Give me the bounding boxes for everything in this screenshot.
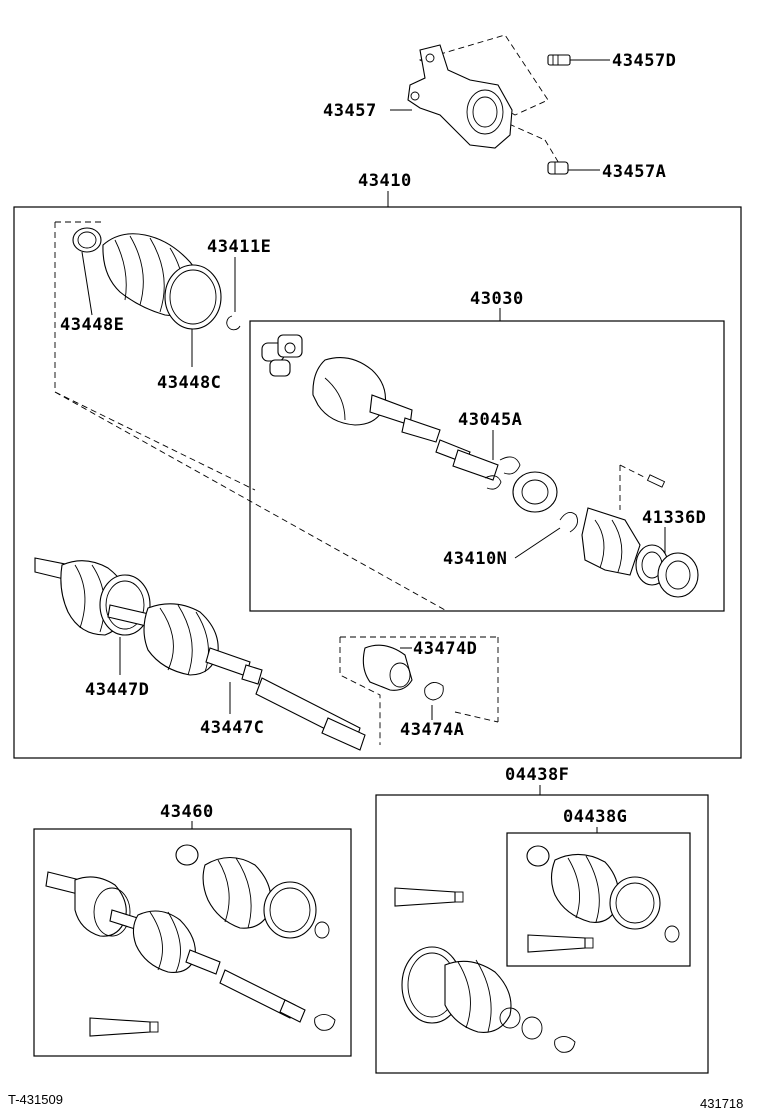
drive-shaft-assembly: 43447D 43447C <box>34 557 366 751</box>
boot-kit-04438g[interactable] <box>526 845 680 953</box>
tripod-joint[interactable] <box>261 334 303 377</box>
clamp-43448e[interactable] <box>72 227 102 253</box>
snap-ring-43045a[interactable] <box>499 456 521 475</box>
oil-seal-41336d[interactable] <box>657 552 699 598</box>
label-43411e: 43411E <box>207 237 271 257</box>
box-43030 <box>249 320 725 612</box>
label-43457d: 43457D <box>612 51 676 71</box>
label-43474a: 43474A <box>400 720 464 740</box>
box-43460 <box>33 828 352 1057</box>
bolt-43457a[interactable] <box>547 161 569 175</box>
clamp-43448c[interactable] <box>164 264 222 330</box>
label-43447d: 43447D <box>85 680 149 700</box>
bolt-43457d[interactable] <box>547 54 571 66</box>
footer-right-code: 431718 <box>700 1096 743 1111</box>
label-43410n: 43410N <box>443 549 507 569</box>
box-04438f <box>375 794 709 1074</box>
box-04438g <box>506 832 691 967</box>
dust-seal-group: 43474D 43474A <box>339 636 499 745</box>
snap-ring-43411e[interactable] <box>226 315 241 331</box>
footer-left-code: T-431509 <box>8 1092 63 1107</box>
dust-cover[interactable] <box>581 507 641 576</box>
label-43474d: 43474D <box>413 639 477 659</box>
label-04438g: 04438G <box>563 807 627 827</box>
bearing[interactable] <box>512 471 558 513</box>
shaft-assembly-43460[interactable] <box>45 844 336 1037</box>
bearing-bracket[interactable] <box>407 44 513 149</box>
bearing-bracket-group: 43457D 43457 43457A <box>323 34 676 182</box>
label-43447c: 43447C <box>200 718 264 738</box>
inner-boot[interactable] <box>143 603 219 676</box>
dust-seal-43474d[interactable] <box>362 644 413 691</box>
outer-boot-kit: 43411E 43448E 43448C <box>60 227 271 393</box>
label-43457a: 43457A <box>602 162 666 182</box>
boot-clamp-43447d[interactable] <box>99 574 151 636</box>
label-43448c: 43448C <box>157 373 221 393</box>
label-43460: 43460 <box>160 802 214 822</box>
snap-ring-43410n[interactable] <box>559 511 578 533</box>
outboard-joint-housing[interactable] <box>312 357 387 426</box>
boot-kit-04438f[interactable] <box>394 887 576 1053</box>
inner-joint-assembly: 43045A 41336D 43410N <box>261 334 706 598</box>
clip-43474a[interactable] <box>424 682 444 701</box>
label-43448e: 43448E <box>60 315 124 335</box>
label-43045a: 43045A <box>458 410 522 430</box>
box-43410 <box>13 206 742 759</box>
label-43410: 43410 <box>358 171 412 191</box>
label-43457: 43457 <box>323 101 377 121</box>
label-41336d: 41336D <box>642 508 706 528</box>
label-43030: 43030 <box>470 289 524 309</box>
label-04438f: 04438F <box>505 765 569 785</box>
